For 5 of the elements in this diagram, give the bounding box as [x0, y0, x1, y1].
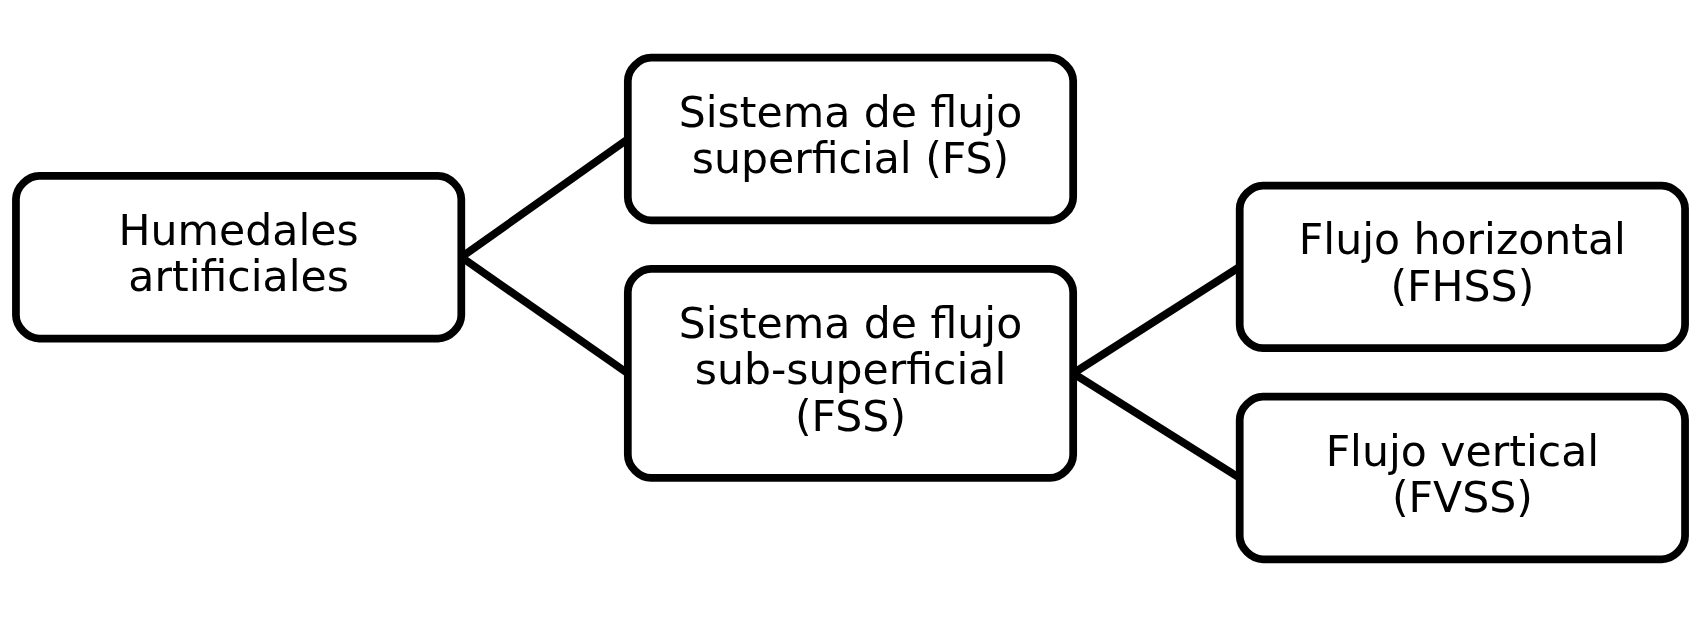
node-box: Sistema de flujo sub-superficial (FSS) [623, 264, 1078, 482]
node-box: Flujo vertical (FVSS) [1235, 392, 1689, 564]
node-box: Sistema de flujo superficial (FS) [623, 53, 1078, 225]
node-box: Humedales artificiales [12, 172, 466, 343]
node-box: Flujo horizontal (FHSS) [1235, 181, 1689, 353]
